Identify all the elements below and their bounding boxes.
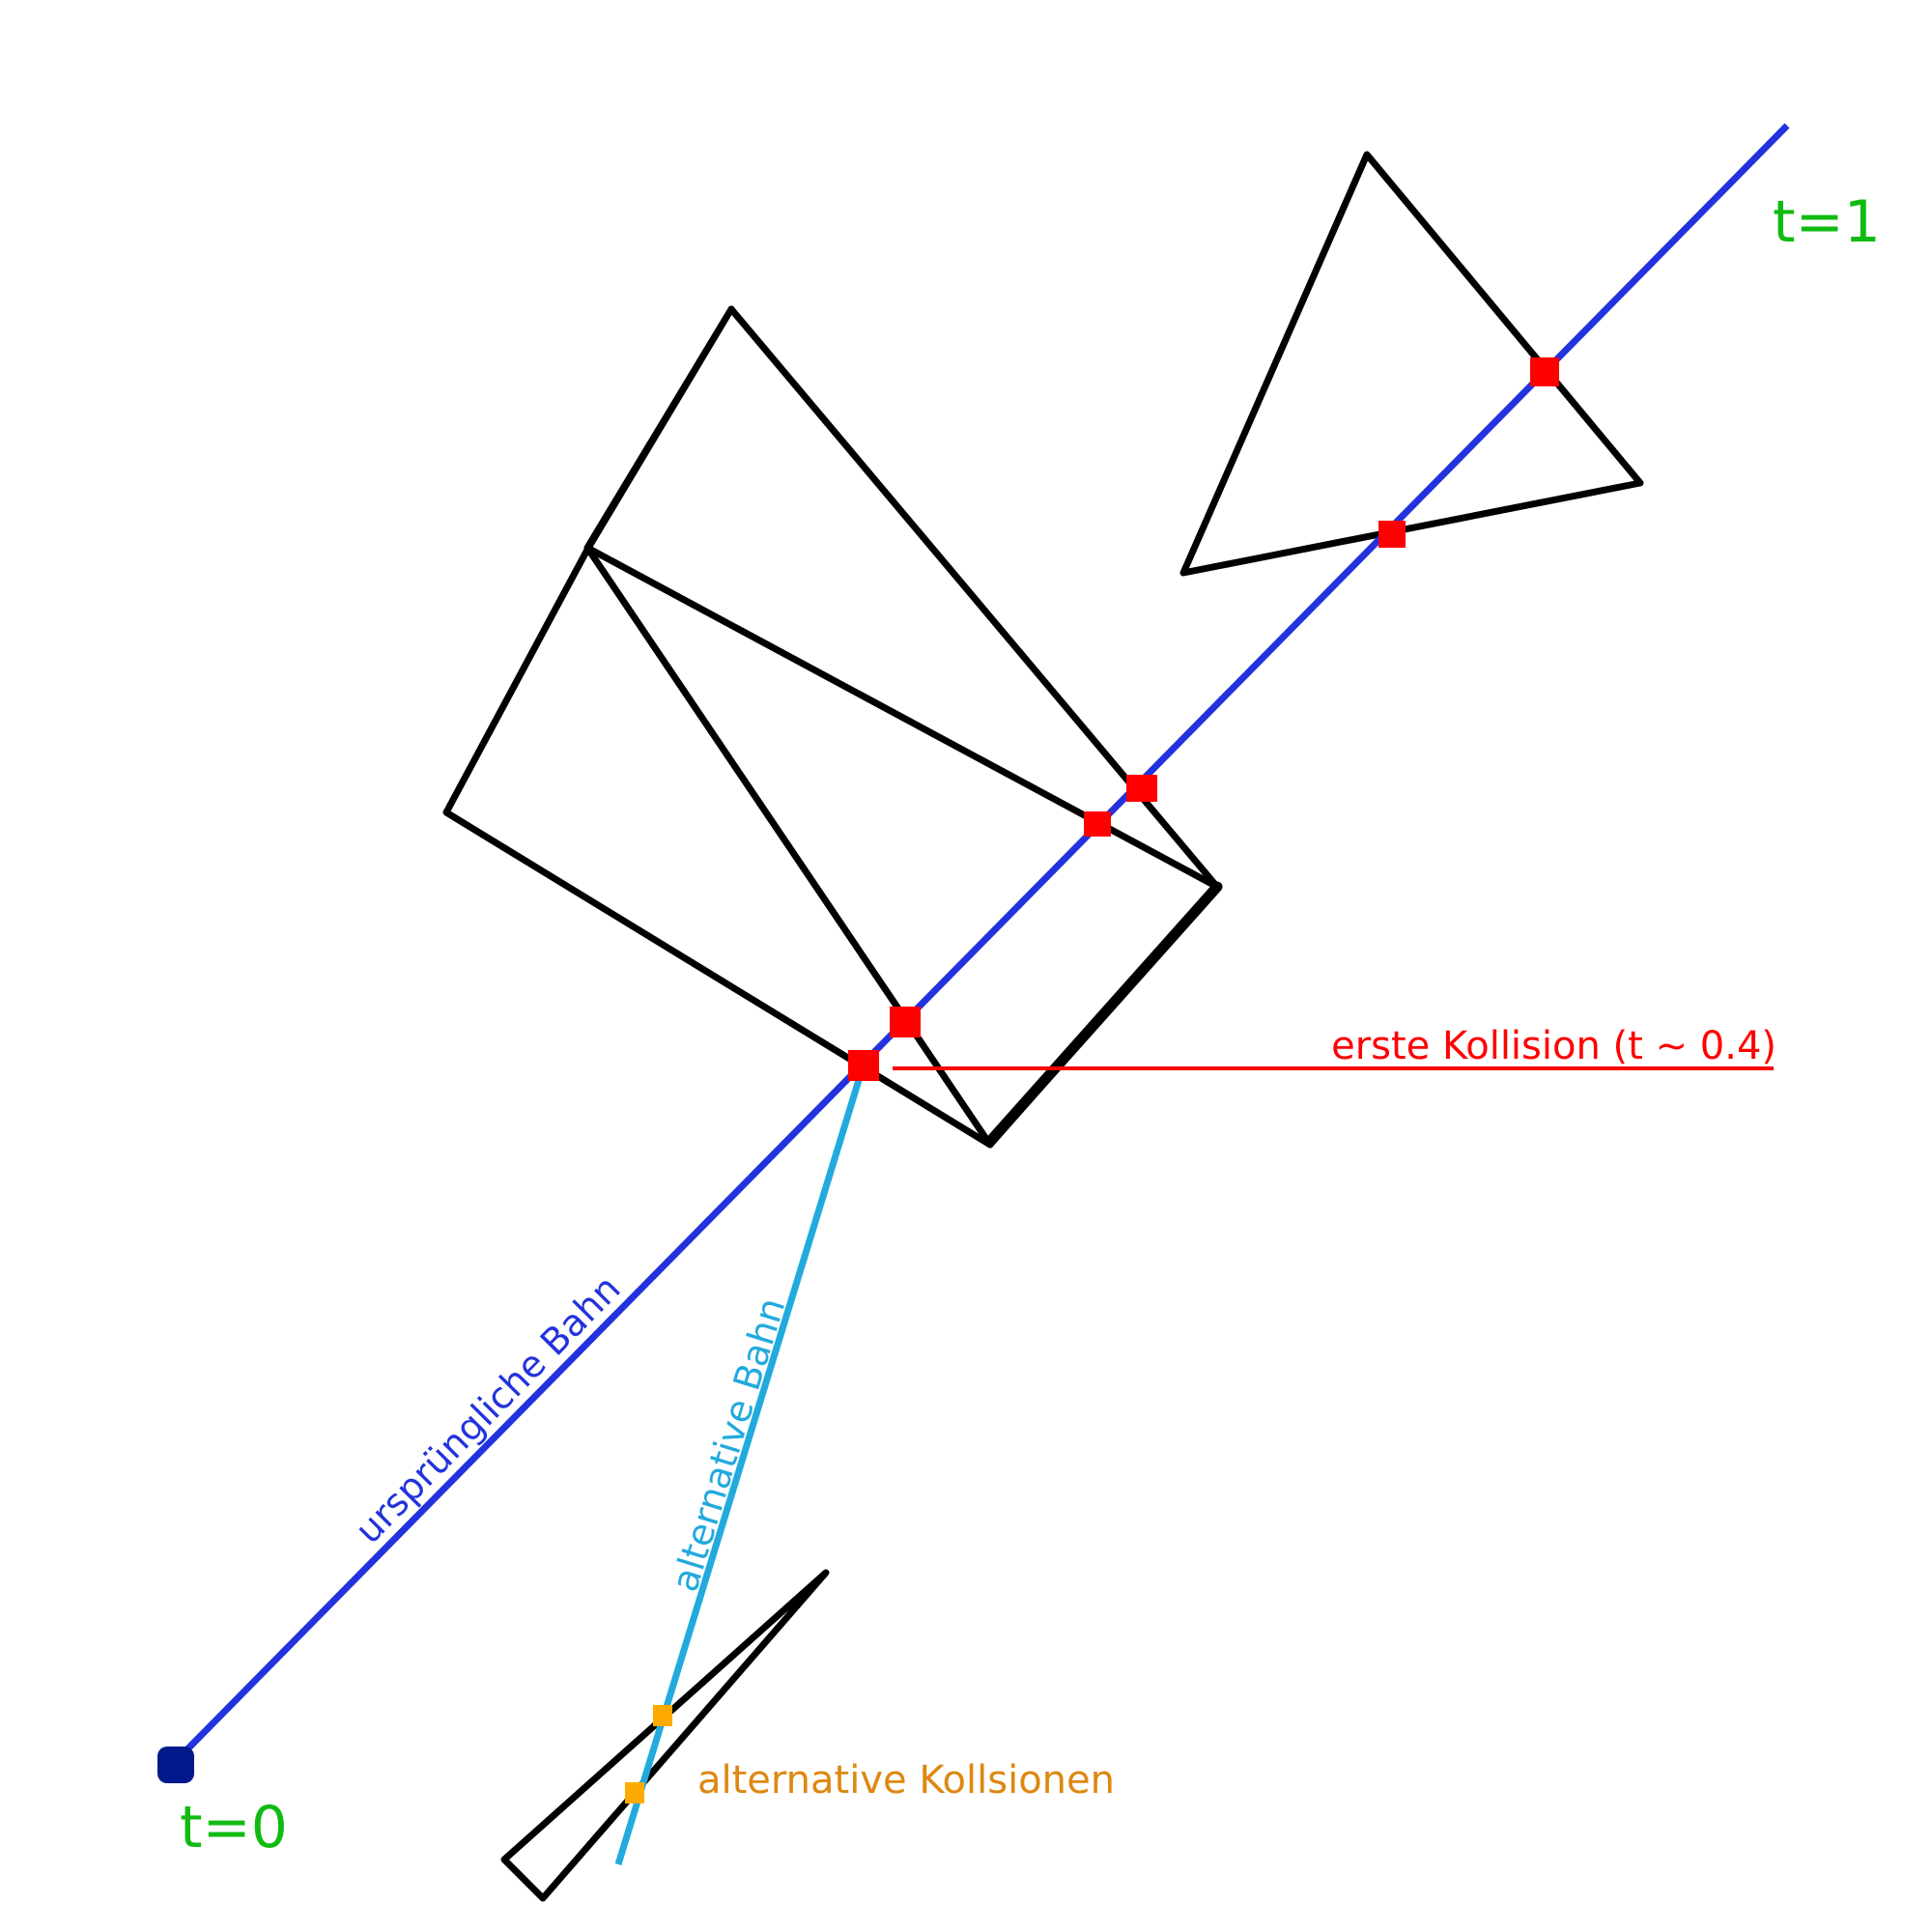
collision-marker	[848, 1050, 879, 1081]
collision-marker	[890, 1007, 921, 1037]
upper-right-triangle	[1179, 151, 1644, 577]
central-diagonal-2	[583, 544, 994, 1149]
lower-thin-triangle	[500, 1569, 830, 1902]
collision-marker	[1378, 521, 1406, 548]
original-path-line	[171, 123, 1790, 1766]
collision-marker	[1084, 811, 1111, 837]
original-path-label: ursprüngliche Bahn	[347, 1267, 629, 1552]
start-point-marker	[157, 1747, 194, 1783]
alt-collision-marker	[653, 1705, 672, 1726]
collision-marker	[1126, 775, 1157, 802]
alternative-path-label: alternative Bahn	[664, 1293, 794, 1596]
alternative-path-line	[614, 1065, 867, 1866]
central-thick-edge	[987, 881, 1223, 1144]
collision-markers	[848, 357, 1559, 1081]
alt-collision-marker	[625, 1782, 644, 1804]
first-collision-label: erste Kollision (t ~ 0.4)	[1331, 1024, 1776, 1068]
alt-collision-markers	[625, 1705, 672, 1804]
t-end-label: t=1	[1773, 188, 1881, 256]
collision-marker	[1530, 357, 1559, 386]
t-start-label: t=0	[180, 1794, 288, 1861]
alt-collisions-label: alternative Kollsionen	[697, 1758, 1115, 1803]
